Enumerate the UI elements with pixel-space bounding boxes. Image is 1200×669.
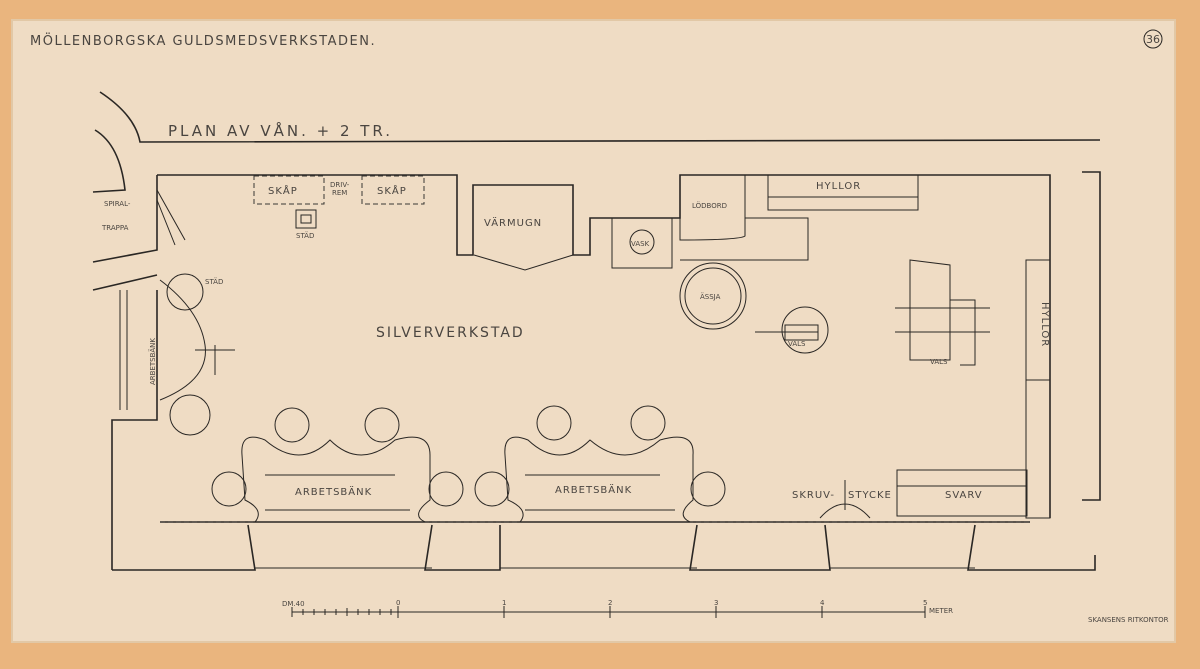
label-svarv: SVARV	[945, 490, 983, 501]
label-vask: VASK	[631, 240, 650, 248]
furniture	[159, 174, 1051, 523]
sheet-number: 36	[1146, 33, 1160, 46]
room-label-silververkstad: SILVERVERKSTAD	[376, 325, 525, 341]
label-lodbord: LÖDBORD	[692, 201, 727, 210]
scale-tick-3: 3	[714, 599, 718, 607]
label-skap-2: SKÅP	[377, 184, 407, 197]
scale-tick-5: 5	[923, 599, 927, 607]
label-arbetsbank-2: ARBETSBÄNK	[555, 483, 632, 496]
label-stad-1: STÄD	[296, 231, 314, 240]
scale-tick-4: 4	[820, 599, 825, 607]
label-skruv-1: SKRUV-	[792, 490, 835, 501]
label-vals-1: VALS	[788, 340, 806, 348]
sheet-number-circle	[1143, 29, 1163, 49]
label-varmugn: VÄRMUGN	[484, 216, 542, 229]
paper	[12, 20, 1175, 642]
label-vals-2: VALS	[930, 358, 948, 366]
sheet-title: MÖLLENBORGSKA GULDSMEDSVERKSTADEN.	[30, 32, 376, 49]
label-skap-1: SKÅP	[268, 184, 298, 197]
scale-tick-0: 0	[396, 599, 400, 607]
scale-tick-1: 1	[502, 599, 506, 607]
label-drivrem-1: DRIV-	[330, 181, 350, 189]
label-assja: ÄSSJA	[700, 292, 721, 301]
scale-start: DM.40	[282, 600, 305, 608]
label-hyllor-right: HYLLOR	[1039, 302, 1050, 347]
office-stamp: SKANSENS RITKONTOR	[1088, 616, 1169, 624]
label-arbetsbank-1: ARBETSBÄNK	[295, 485, 372, 498]
scale-tick-2: 2	[608, 599, 612, 607]
scale-bar: DM.40 0 1 2 3 4 5 METER	[282, 599, 953, 618]
label-hyllor-top: HYLLOR	[816, 181, 861, 192]
label-skruv-2: STYCKE	[848, 490, 892, 501]
label-arbetsbank-left: ARBETSBÄNK	[148, 338, 157, 385]
label-drivrem-2: REM	[332, 189, 347, 197]
label-spiral: SPIRAL-	[104, 200, 131, 208]
label-stad-2: STÄD	[205, 277, 223, 286]
plan-subtitle: PLAN AV VÅN. + 2 TR.	[168, 121, 393, 140]
scale-unit: METER	[929, 607, 953, 615]
label-trappa: TRAPPA	[101, 224, 129, 232]
